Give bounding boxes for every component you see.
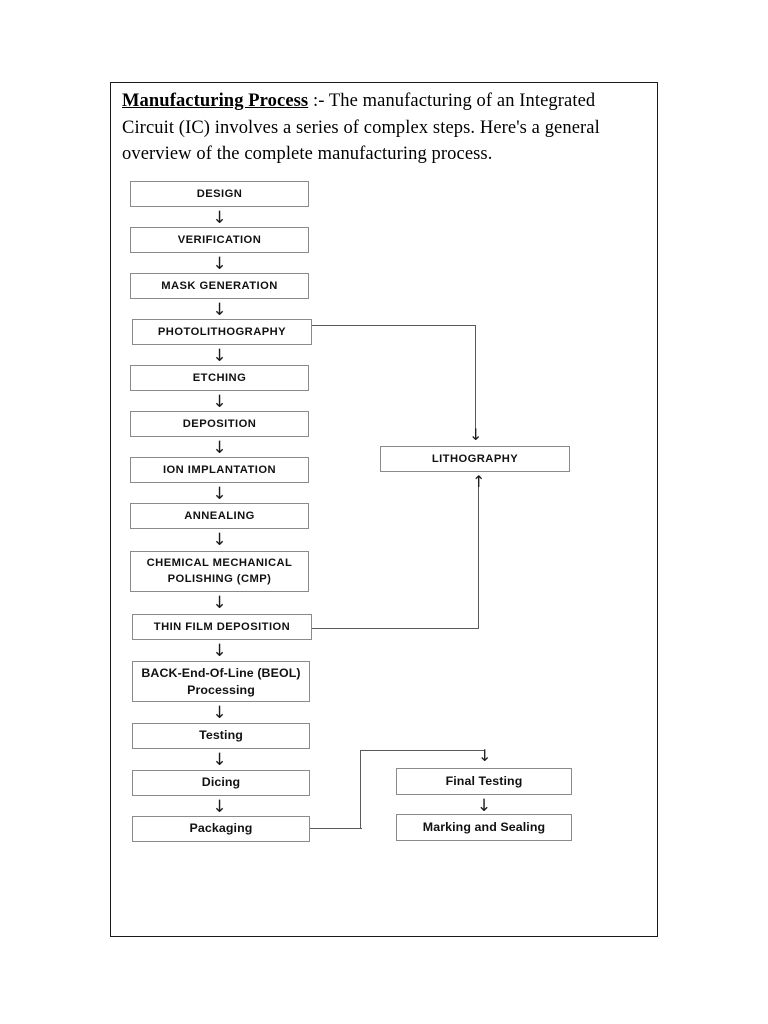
connector-thinfilm-to-lithography-vertical — [478, 480, 480, 629]
connector-photolithography-to-lithography-vertical — [475, 325, 477, 437]
flow-node-design[interactable]: DESIGN — [130, 181, 309, 207]
flow-arrow-down: ↓ — [212, 641, 227, 661]
flow-node-label: Testing — [199, 728, 243, 743]
flow-node-label: Final Testing — [445, 773, 523, 788]
flow-node-beol[interactable]: BACK-End-Of-Line (BEOL) Processing — [132, 661, 310, 702]
flow-node-label: ION IMPLANTATION — [162, 463, 277, 476]
intro-separator: :- — [308, 91, 329, 111]
flow-arrow-down: ↓ — [212, 438, 227, 458]
flow-node-label: DEPOSITION — [182, 417, 257, 430]
flow-node-label: ANNEALING — [184, 509, 255, 522]
flow-arrow-down: ↓ — [212, 703, 227, 723]
flow-node-label: LITHOGRAPHY — [431, 452, 519, 465]
connector-packaging-to-finaltesting-vertical-1 — [360, 750, 362, 829]
flow-node-cmp[interactable]: CHEMICAL MECHANICAL POLISHING (CMP) — [130, 551, 309, 592]
page-title: Manufacturing Process — [122, 91, 309, 111]
connector-arrowhead-down: ↓ — [469, 425, 483, 444]
flow-node-label: ETCHING — [192, 371, 247, 384]
flow-arrow-down: ↓ — [212, 797, 227, 817]
flow-node-marking-and-sealing[interactable]: Marking and Sealing — [396, 814, 572, 841]
connector-arrowhead-up: ↑ — [472, 472, 486, 491]
connector-photolithography-to-lithography-horizontal — [312, 325, 476, 327]
flow-node-annealing[interactable]: ANNEALING — [130, 503, 309, 529]
connector-thinfilm-to-lithography-horizontal — [312, 628, 479, 630]
flow-node-thin-film-deposition[interactable]: THIN FILM DEPOSITION — [132, 614, 312, 640]
flow-node-etching[interactable]: ETCHING — [130, 365, 309, 391]
flow-arrow-down: ↓ — [212, 484, 227, 504]
flow-arrow-down: ↓ — [212, 750, 227, 770]
intro-body: The manufacturing of an Integrated Circu… — [122, 91, 600, 164]
flow-arrow-down: ↓ — [476, 796, 492, 816]
flow-node-label: MASK GENERATION — [161, 279, 278, 292]
flow-node-lithography[interactable]: LITHOGRAPHY — [380, 446, 570, 472]
flow-node-label: DESIGN — [196, 187, 243, 200]
connector-packaging-to-finaltesting-horizontal-1 — [310, 828, 362, 830]
flow-arrow-down: ↓ — [212, 208, 227, 228]
flow-node-photolithography[interactable]: PHOTOLITHOGRAPHY — [132, 319, 312, 345]
intro-paragraph: Manufacturing Process :- The manufacturi… — [122, 88, 650, 168]
flow-node-deposition[interactable]: DEPOSITION — [130, 411, 309, 437]
flowchart: DESIGN ↓ VERIFICATION ↓ MASK GENERATION … — [110, 82, 658, 937]
flow-arrow-down: ↓ — [212, 346, 227, 366]
flow-node-label: Packaging — [189, 821, 253, 836]
flow-node-verification[interactable]: VERIFICATION — [130, 227, 309, 253]
connector-packaging-to-finaltesting-horizontal-2 — [360, 750, 484, 752]
flow-arrow-down: ↓ — [212, 254, 227, 274]
flow-node-label: PHOTOLITHOGRAPHY — [157, 325, 287, 338]
flow-node-label: VERIFICATION — [177, 233, 262, 246]
flow-node-label-line2: POLISHING (CMP) — [167, 572, 272, 585]
flow-node-label: Dicing — [201, 775, 241, 790]
flow-arrow-down: ↓ — [212, 593, 227, 613]
flow-node-testing[interactable]: Testing — [132, 723, 310, 749]
flow-node-label: THIN FILM DEPOSITION — [153, 620, 291, 633]
flow-node-label-line1: CHEMICAL MECHANICAL — [146, 557, 293, 570]
flow-arrow-down: ↓ — [212, 300, 227, 320]
flow-node-label-line1: BACK-End-Of-Line (BEOL) — [141, 665, 301, 680]
connector-arrowhead-down: ↓ — [478, 746, 492, 765]
flow-node-label: Marking and Sealing — [422, 819, 546, 834]
flow-node-packaging[interactable]: Packaging — [132, 816, 310, 842]
flow-node-ion-implantation[interactable]: ION IMPLANTATION — [130, 457, 309, 483]
flow-arrow-down: ↓ — [212, 530, 227, 550]
flow-arrow-down: ↓ — [212, 392, 227, 412]
flow-node-mask-generation[interactable]: MASK GENERATION — [130, 273, 309, 299]
flow-node-dicing[interactable]: Dicing — [132, 770, 310, 796]
flow-node-label-line2: Processing — [187, 682, 255, 697]
flow-node-final-testing[interactable]: Final Testing — [396, 768, 572, 795]
